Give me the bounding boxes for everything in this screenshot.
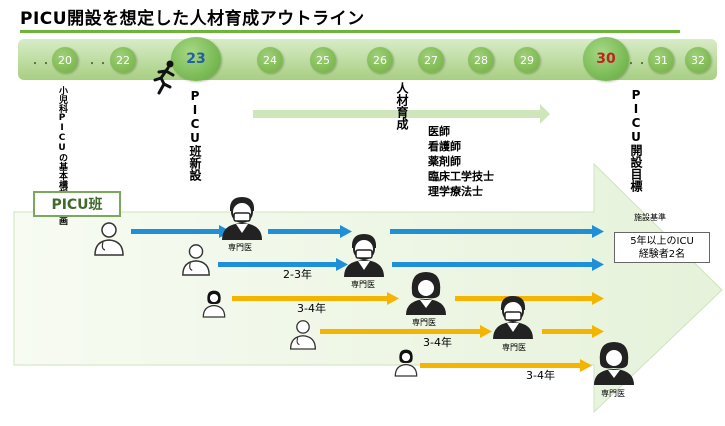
timeline-dots: ・・・	[30, 59, 63, 70]
profession-item: 医師	[428, 125, 450, 138]
year-25: 25	[310, 47, 336, 73]
blue-arrow-segment	[392, 262, 592, 267]
goal-line-1: 5年以上のICU	[630, 236, 694, 247]
goal-requirement-box: 5年以上のICU 経験者2名	[614, 232, 710, 263]
duration-label: 3-4年	[297, 302, 326, 315]
picu-goal-label: PICU開設目標	[629, 88, 643, 192]
year-31: 31	[648, 47, 674, 73]
yellow-arrow-segment	[420, 363, 580, 368]
year-27: 27	[418, 47, 444, 73]
yellow-arrow-head	[480, 325, 492, 338]
profession-item: 臨床工学技士	[428, 170, 494, 183]
nurse-icon	[394, 349, 418, 377]
profession-item: 薬剤師	[428, 155, 461, 168]
year-22: 22	[110, 47, 136, 73]
year-28: 28	[468, 47, 494, 73]
profession-item: 看護師	[428, 140, 461, 153]
goal-line-2: 経験者2名	[638, 249, 686, 260]
specialist-doctor-icon	[222, 197, 262, 240]
specialist-nurse-icon	[594, 342, 634, 385]
facility-criteria-label: 施設基準	[634, 213, 666, 222]
specialist-label: 専門医	[412, 318, 436, 327]
yellow-arrow-segment	[320, 329, 480, 334]
nurse-icon	[202, 290, 226, 318]
doctor-icon	[289, 320, 317, 350]
yellow-arrow-head	[592, 325, 604, 338]
blue-arrow-segment	[218, 262, 336, 267]
runner-icon	[153, 60, 175, 95]
yellow-arrow-segment	[232, 296, 387, 301]
year-32: 32	[685, 47, 711, 73]
blue-arrow-segment	[131, 229, 219, 234]
timeline-dots: ・・・	[87, 59, 120, 70]
profession-item: 理学療法士	[428, 185, 483, 198]
year-30-goal: 30	[583, 37, 629, 81]
yellow-arrow-head	[387, 292, 399, 305]
blue-arrow-head	[592, 258, 604, 271]
duration-label: 2-3年	[283, 268, 312, 281]
blue-arrow-head	[340, 225, 352, 238]
title-underline	[20, 30, 680, 33]
year-23-start: 23	[171, 37, 221, 81]
blue-arrow-segment	[390, 229, 592, 234]
duration-label: 3-4年	[526, 369, 555, 382]
blue-arrow-segment	[268, 229, 340, 234]
year-29: 29	[514, 47, 540, 73]
blue-arrow-head	[336, 258, 348, 271]
year-26: 26	[367, 47, 393, 73]
picu-team-box: PICU班	[33, 191, 121, 217]
yellow-arrow-head	[580, 359, 592, 372]
yellow-arrow-head	[592, 292, 604, 305]
year-24: 24	[257, 47, 283, 73]
picu-team-label: PICU班新設	[188, 89, 202, 181]
specialist-label: 専門医	[502, 343, 526, 352]
hr-development-label: 人材育成	[395, 82, 409, 130]
specialist-label: 専門医	[351, 280, 375, 289]
page-title: PICU開設を想定した人材育成アウトライン	[20, 9, 365, 29]
specialist-doctor-icon	[493, 296, 533, 339]
doctor-icon	[182, 244, 210, 276]
blue-arrow-head	[592, 225, 604, 238]
specialist-label: 専門医	[228, 243, 252, 252]
timeline-dots: ・・・	[626, 59, 659, 70]
yellow-arrow-segment	[542, 329, 592, 334]
specialist-label: 専門医	[601, 389, 625, 398]
yellow-arrow-segment	[455, 296, 592, 301]
basic-plan-label: 小児科PICUの基本構想・計画	[57, 86, 67, 225]
doctor-icon	[94, 222, 124, 256]
year-20: 20	[52, 47, 78, 73]
specialist-nurse-icon	[406, 272, 446, 315]
duration-label: 3-4年	[423, 336, 452, 349]
specialist-doctor-icon	[344, 234, 384, 277]
